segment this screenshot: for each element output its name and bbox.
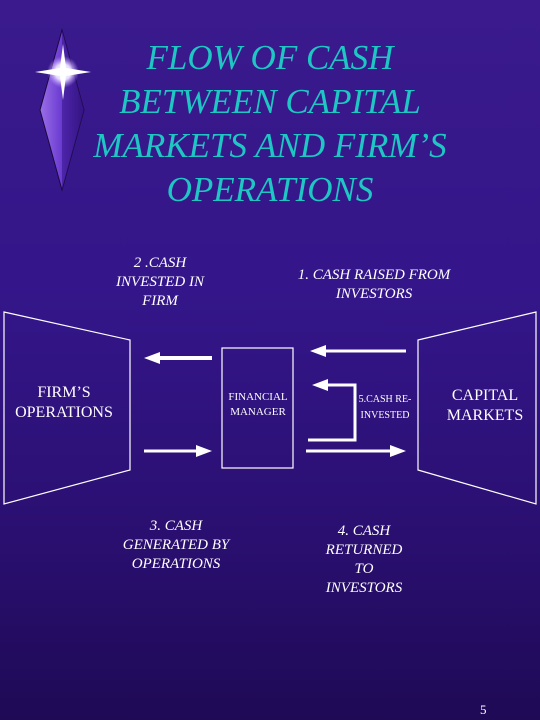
cash-returned-label: 4. CASH RETURNED TO INVESTORS	[325, 523, 403, 596]
arrow-cash-generated	[144, 445, 212, 457]
arrow-cash-raised	[310, 345, 406, 357]
firms-operations-shape	[3, 311, 131, 505]
cash-invested-label: 2 .CASH INVESTED IN FIRM	[116, 255, 204, 309]
page-number: 5	[480, 702, 487, 717]
cash-raised-label: 1. CASH RAISED FROM INVESTORS	[297, 267, 451, 302]
capital-markets-label: CAPITAL MARKETS	[446, 387, 524, 424]
financial-manager-box	[221, 347, 294, 469]
cash-reinvested-label: 5.CASH RE- INVESTED	[358, 394, 412, 421]
firms-operations-label: FIRM’S OPERATIONS	[15, 384, 113, 421]
arrow-cash-reinvested	[308, 379, 357, 442]
cash-generated-label: 3. CASH GENERATED BY OPERATIONS	[122, 518, 230, 572]
arrow-cash-returned	[306, 445, 406, 457]
financial-manager-label: FINANCIAL MANAGER	[228, 391, 288, 418]
capital-markets-shape	[417, 311, 537, 505]
arrow-cash-invested	[144, 352, 212, 364]
page-title: FLOW OF CASH BETWEEN CAPITAL MARKETS AND…	[93, 38, 447, 209]
